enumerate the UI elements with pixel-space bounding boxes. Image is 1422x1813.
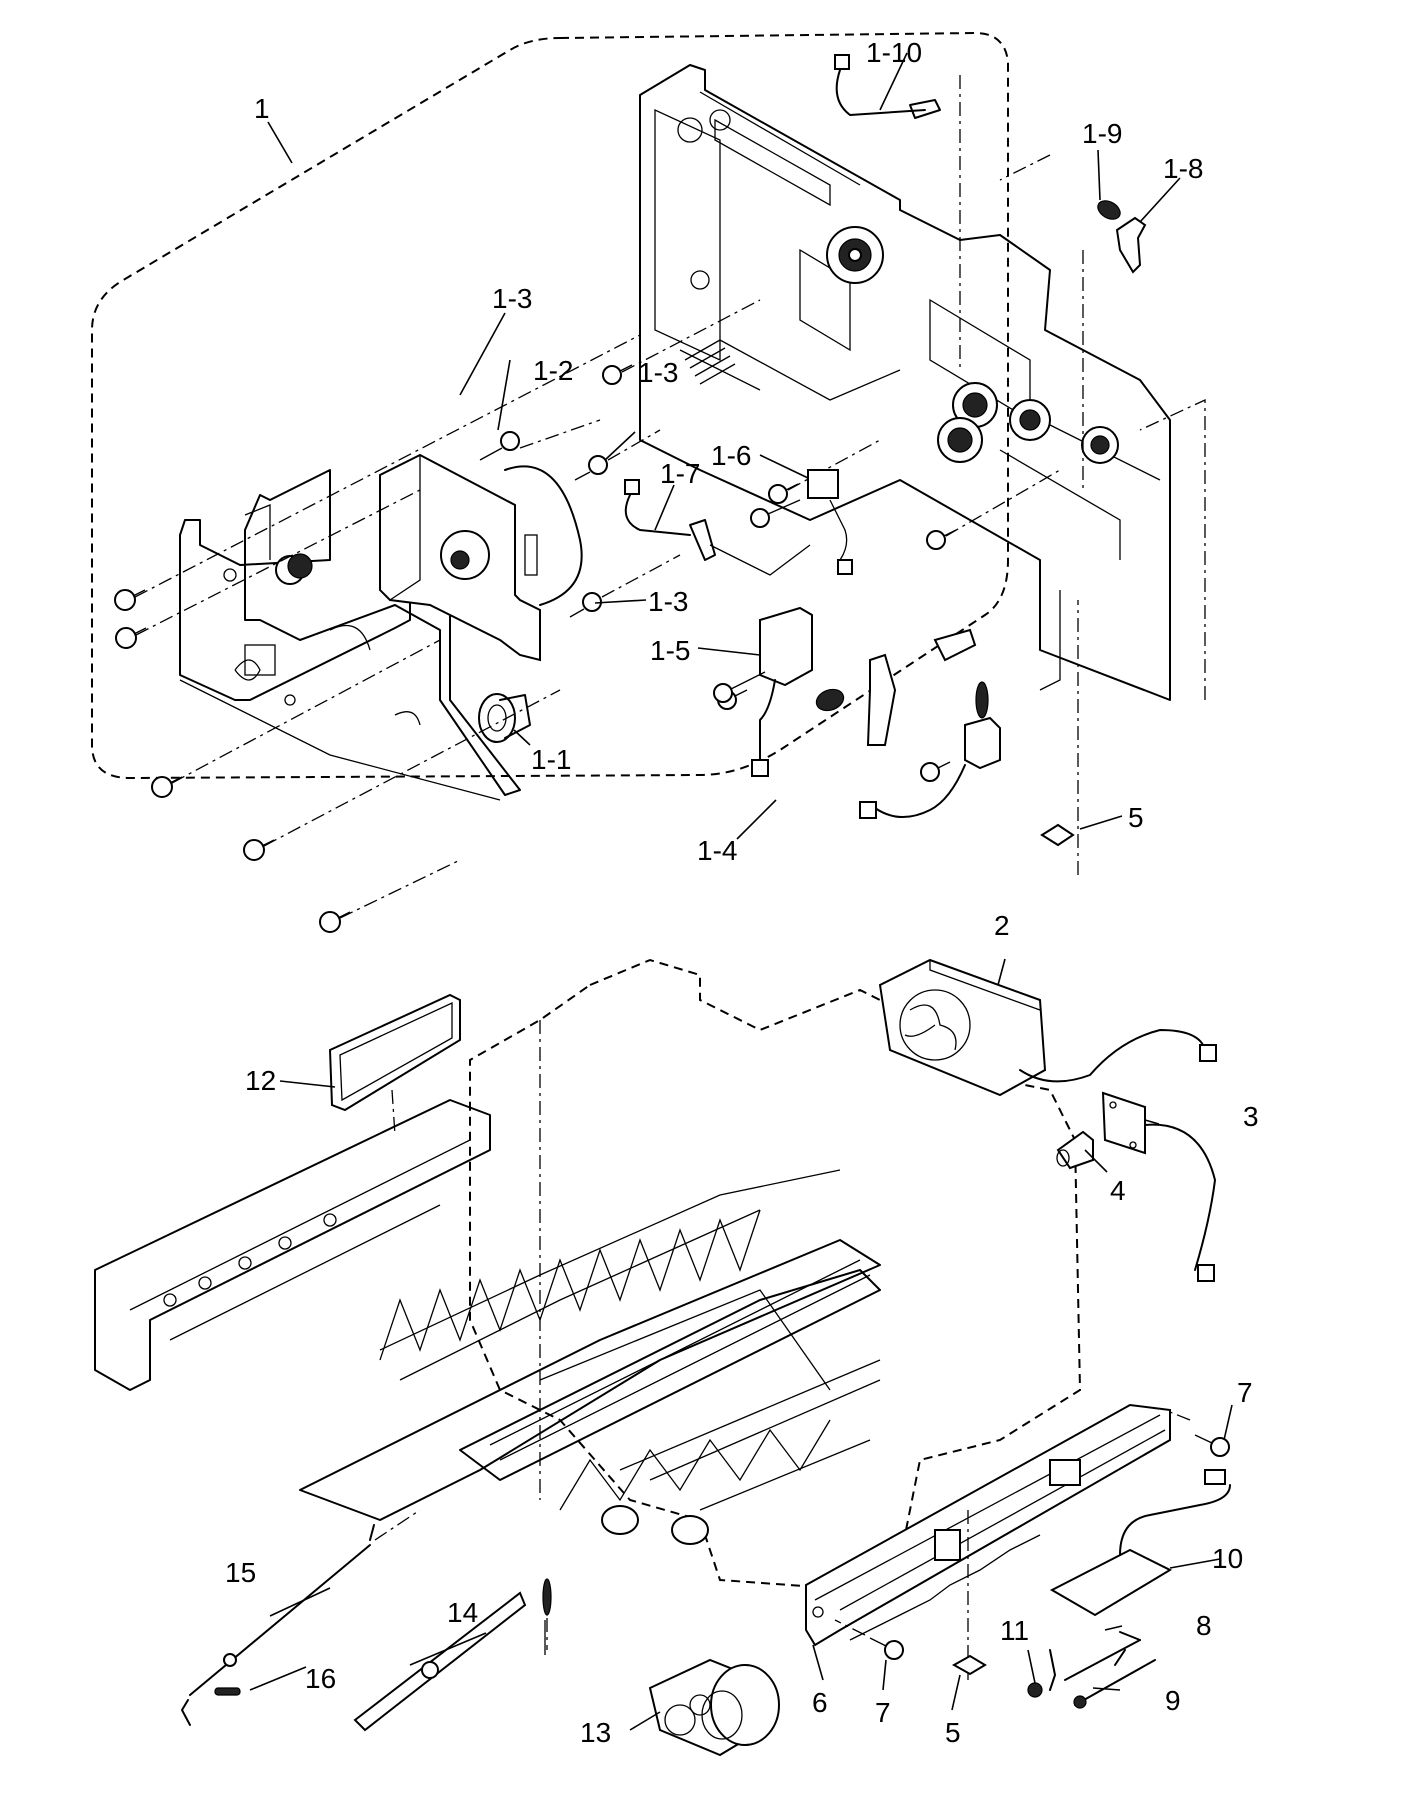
drive-motor-1-2 bbox=[379, 453, 583, 662]
lever-shaft-8 bbox=[1049, 1631, 1141, 1691]
actuator-lever-1-8 bbox=[1115, 216, 1147, 274]
sensor-harness-1-7 bbox=[624, 479, 811, 576]
screw bbox=[151, 776, 183, 798]
side-plate bbox=[179, 469, 521, 801]
callout-1-8: 1-8 bbox=[1163, 153, 1203, 184]
callout-7-upper: 7 bbox=[1237, 1377, 1253, 1408]
spring-11 bbox=[1027, 1682, 1043, 1698]
pad-5 bbox=[951, 1654, 987, 1676]
pad-5 bbox=[1040, 823, 1075, 847]
screw bbox=[768, 483, 799, 504]
gear bbox=[937, 417, 983, 463]
callout-13: 13 bbox=[580, 1717, 611, 1748]
assembly-line bbox=[1164, 1409, 1191, 1421]
callout-1-7: 1-7 bbox=[660, 458, 700, 489]
callout-1-10: 1-10 bbox=[866, 37, 922, 68]
screw bbox=[479, 431, 520, 461]
clutch-13 bbox=[542, 1578, 780, 1757]
callout-15: 15 bbox=[225, 1557, 256, 1588]
screw bbox=[115, 627, 147, 649]
gear bbox=[1009, 399, 1051, 441]
screw-7 bbox=[869, 1637, 904, 1660]
main-frame bbox=[639, 64, 1171, 701]
callout-1-5: 1-5 bbox=[650, 635, 690, 666]
screw bbox=[926, 529, 957, 550]
callout-1-6: 1-6 bbox=[711, 440, 751, 471]
callout-7-lower: 7 bbox=[875, 1697, 891, 1728]
callout-1-3-top: 1-3 bbox=[492, 283, 532, 314]
callout-3: 3 bbox=[1243, 1101, 1259, 1132]
callout-6: 6 bbox=[812, 1687, 828, 1718]
assembly-line bbox=[834, 1619, 866, 1636]
callout-1-1: 1-1 bbox=[531, 744, 571, 775]
callout-1-2: 1-2 bbox=[533, 355, 573, 386]
spring-1-9 bbox=[1097, 200, 1121, 220]
callout-1-4: 1-4 bbox=[697, 835, 737, 866]
screw bbox=[713, 671, 766, 703]
screw bbox=[574, 455, 608, 481]
screw bbox=[243, 839, 275, 861]
screw bbox=[114, 589, 146, 611]
screw bbox=[602, 364, 633, 385]
callout-labels: 1 1-10 1-9 1-8 1-3 1-2 1-3 1-6 1-7 1-3 1… bbox=[225, 37, 1259, 1748]
guide-rail-6 bbox=[805, 1403, 1171, 1647]
screw bbox=[920, 761, 951, 782]
callout-5-upper: 5 bbox=[1128, 802, 1144, 833]
filter-12 bbox=[328, 993, 461, 1112]
gear bbox=[1081, 426, 1119, 464]
callout-1: 1 bbox=[254, 93, 270, 124]
solenoid-1-5 bbox=[751, 590, 1061, 777]
lever-9 bbox=[1073, 1649, 1156, 1709]
screw bbox=[319, 911, 351, 933]
callout-8: 8 bbox=[1196, 1610, 1212, 1641]
sensor-board-3 bbox=[1101, 1091, 1216, 1282]
callout-1-9: 1-9 bbox=[1082, 118, 1122, 149]
guide-arm-14 bbox=[353, 1591, 527, 1732]
assembly-lines bbox=[134, 75, 1206, 919]
callout-4: 4 bbox=[1110, 1175, 1126, 1206]
callout-11: 11 bbox=[1000, 1615, 1029, 1646]
link-rod-15 bbox=[181, 1509, 421, 1726]
callout-10: 10 bbox=[1212, 1543, 1243, 1574]
callout-16: 16 bbox=[305, 1663, 336, 1694]
paper-guide-plate bbox=[299, 1169, 881, 1545]
assembly-1-boundary bbox=[91, 31, 1009, 780]
callout-1-3-middle: 1-3 bbox=[638, 357, 678, 388]
harness-1-10 bbox=[834, 54, 941, 119]
gear bbox=[826, 226, 884, 284]
callout-14: 14 bbox=[447, 1597, 478, 1628]
callout-1-3-bottom: 1-3 bbox=[648, 586, 688, 617]
gear bbox=[952, 382, 998, 428]
gear-bushing-1-1 bbox=[478, 693, 531, 743]
left-frame-rail bbox=[94, 1089, 491, 1391]
callout-5-lower: 5 bbox=[945, 1717, 961, 1748]
callout-12: 12 bbox=[245, 1065, 276, 1096]
screw bbox=[569, 592, 602, 618]
screw-7 bbox=[1194, 1434, 1230, 1457]
sensor-board-10 bbox=[1049, 1469, 1231, 1617]
photo-sensor-1-6 bbox=[807, 469, 853, 575]
sensor-holder-4 bbox=[1056, 1130, 1094, 1170]
callout-2: 2 bbox=[994, 910, 1010, 941]
spring-16 bbox=[214, 1687, 241, 1696]
cooling-fan-2 bbox=[878, 958, 1217, 1097]
leader-lines bbox=[249, 52, 1233, 1731]
screw bbox=[750, 499, 801, 528]
sensor-1-4 bbox=[859, 681, 1001, 819]
callout-9: 9 bbox=[1165, 1685, 1181, 1716]
